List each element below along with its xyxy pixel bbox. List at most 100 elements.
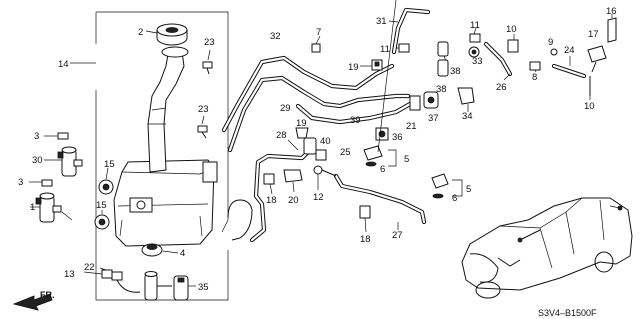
pump-seal-3-upper bbox=[44, 132, 69, 140]
callout-13: 13 bbox=[64, 269, 75, 280]
callout-27: 27 bbox=[392, 230, 403, 241]
callout-12: 12 bbox=[313, 192, 324, 203]
rear-nozzle-17 bbox=[587, 45, 607, 73]
tank-assembly-bracket bbox=[70, 11, 229, 301]
rear-washer-pump bbox=[30, 192, 73, 223]
callout-19-lower: 19 bbox=[296, 118, 307, 129]
grommet-15-lower bbox=[94, 210, 110, 230]
joint-21 bbox=[409, 95, 421, 111]
callout-6-lower: 6 bbox=[452, 193, 457, 204]
callout-3-upper: 3 bbox=[34, 131, 39, 142]
washer-motor-harness bbox=[83, 267, 196, 301]
clamp-38-lower bbox=[437, 59, 449, 77]
callout-6-upper: 6 bbox=[380, 164, 385, 175]
callout-5-upper: 5 bbox=[404, 154, 409, 165]
direction-label: FR. bbox=[40, 290, 55, 300]
joint-8 bbox=[529, 61, 541, 73]
callout-38-upper: 38 bbox=[450, 66, 461, 77]
callout-19-upper: 19 bbox=[348, 62, 359, 73]
callout-38-lower: 38 bbox=[436, 84, 447, 95]
diagram-code: S3V4–B1500F bbox=[538, 308, 597, 318]
callout-22: 22 bbox=[84, 262, 95, 273]
callout-9: 9 bbox=[548, 37, 553, 48]
callout-18-upper: 18 bbox=[266, 195, 277, 206]
callout-29: 29 bbox=[280, 103, 291, 114]
filler-neck bbox=[147, 46, 189, 173]
callout-10-lower: 10 bbox=[584, 101, 595, 112]
callout-23-lower: 23 bbox=[198, 104, 209, 115]
callout-14: 14 bbox=[58, 59, 69, 70]
front-direction-arrow: FR. bbox=[12, 290, 55, 311]
joint-11-upper bbox=[396, 43, 410, 53]
callout-4: 4 bbox=[180, 248, 185, 259]
callout-18-lower: 18 bbox=[360, 234, 371, 245]
callout-40: 40 bbox=[320, 136, 331, 147]
clip-18-lower bbox=[359, 205, 371, 233]
callout-17: 17 bbox=[588, 29, 599, 40]
callout-16: 16 bbox=[606, 6, 617, 17]
hose-29 bbox=[227, 75, 411, 153]
joint-40 bbox=[303, 137, 327, 161]
callout-25: 25 bbox=[340, 147, 351, 158]
bolt-23-lower bbox=[197, 115, 208, 139]
tank-cap bbox=[145, 23, 188, 46]
clamp-33 bbox=[468, 46, 480, 58]
joint-10-upper bbox=[507, 34, 519, 53]
clip-20 bbox=[283, 169, 303, 193]
callout-24: 24 bbox=[564, 45, 575, 56]
callout-11-lower: 11 bbox=[470, 20, 480, 31]
nozzle-6-upper bbox=[363, 0, 397, 167]
callout-32: 32 bbox=[270, 31, 281, 42]
callout-11-upper: 11 bbox=[380, 44, 390, 55]
callout-34: 34 bbox=[462, 111, 473, 122]
callout-7: 7 bbox=[316, 27, 321, 38]
callout-30: 30 bbox=[32, 155, 43, 166]
callout-26: 26 bbox=[496, 82, 507, 93]
callout-8: 8 bbox=[532, 72, 537, 83]
grommet-15-upper bbox=[98, 167, 114, 195]
callout-28: 28 bbox=[276, 130, 287, 141]
clip-18-upper bbox=[263, 173, 275, 195]
washer-tank bbox=[113, 159, 218, 247]
callout-15-lower: 15 bbox=[96, 200, 107, 211]
grommet-4 bbox=[141, 243, 179, 257]
callout-5-lower: 5 bbox=[466, 184, 471, 195]
joint-36 bbox=[375, 127, 389, 141]
front-washer-pump bbox=[44, 146, 83, 177]
hose-loop bbox=[221, 199, 253, 241]
clip-19-lower bbox=[295, 127, 309, 139]
callout-21: 21 bbox=[406, 121, 417, 132]
callout-31: 31 bbox=[376, 16, 387, 27]
joint-12 bbox=[313, 165, 337, 190]
joint-11-lower bbox=[469, 27, 481, 43]
hose-26 bbox=[483, 41, 513, 81]
callout-20: 20 bbox=[288, 195, 299, 206]
clip-19-upper bbox=[360, 59, 383, 71]
clip-7 bbox=[311, 35, 321, 53]
nozzle-6-lower bbox=[431, 173, 463, 199]
joint-9 bbox=[550, 48, 558, 56]
hose-24 bbox=[551, 56, 587, 79]
callout-labels: 1 2 3 3 4 5 5 6 6 7 8 9 10 10 11 11 12 1… bbox=[18, 6, 617, 293]
rear-nozzle-cover-16 bbox=[607, 14, 617, 43]
callout-23-upper: 23 bbox=[204, 37, 215, 48]
hose-32 bbox=[221, 55, 395, 133]
callout-35: 35 bbox=[198, 282, 209, 293]
callout-2: 2 bbox=[138, 27, 143, 38]
callout-36: 36 bbox=[392, 132, 403, 143]
callout-3-lower: 3 bbox=[18, 177, 23, 188]
callout-33: 33 bbox=[472, 56, 483, 67]
callout-15-upper: 15 bbox=[104, 159, 115, 170]
hose-27 bbox=[333, 173, 427, 230]
callout-1: 1 bbox=[30, 202, 35, 213]
callout-10-upper: 10 bbox=[506, 24, 517, 35]
clamp-37 bbox=[423, 91, 439, 109]
bolt-23-upper bbox=[202, 49, 213, 75]
callout-37: 37 bbox=[428, 113, 439, 124]
callout-39: 39 bbox=[350, 115, 361, 126]
vehicle-location-illustration bbox=[461, 197, 633, 299]
pump-seal-3-lower bbox=[29, 179, 53, 187]
clip-34 bbox=[457, 87, 475, 112]
